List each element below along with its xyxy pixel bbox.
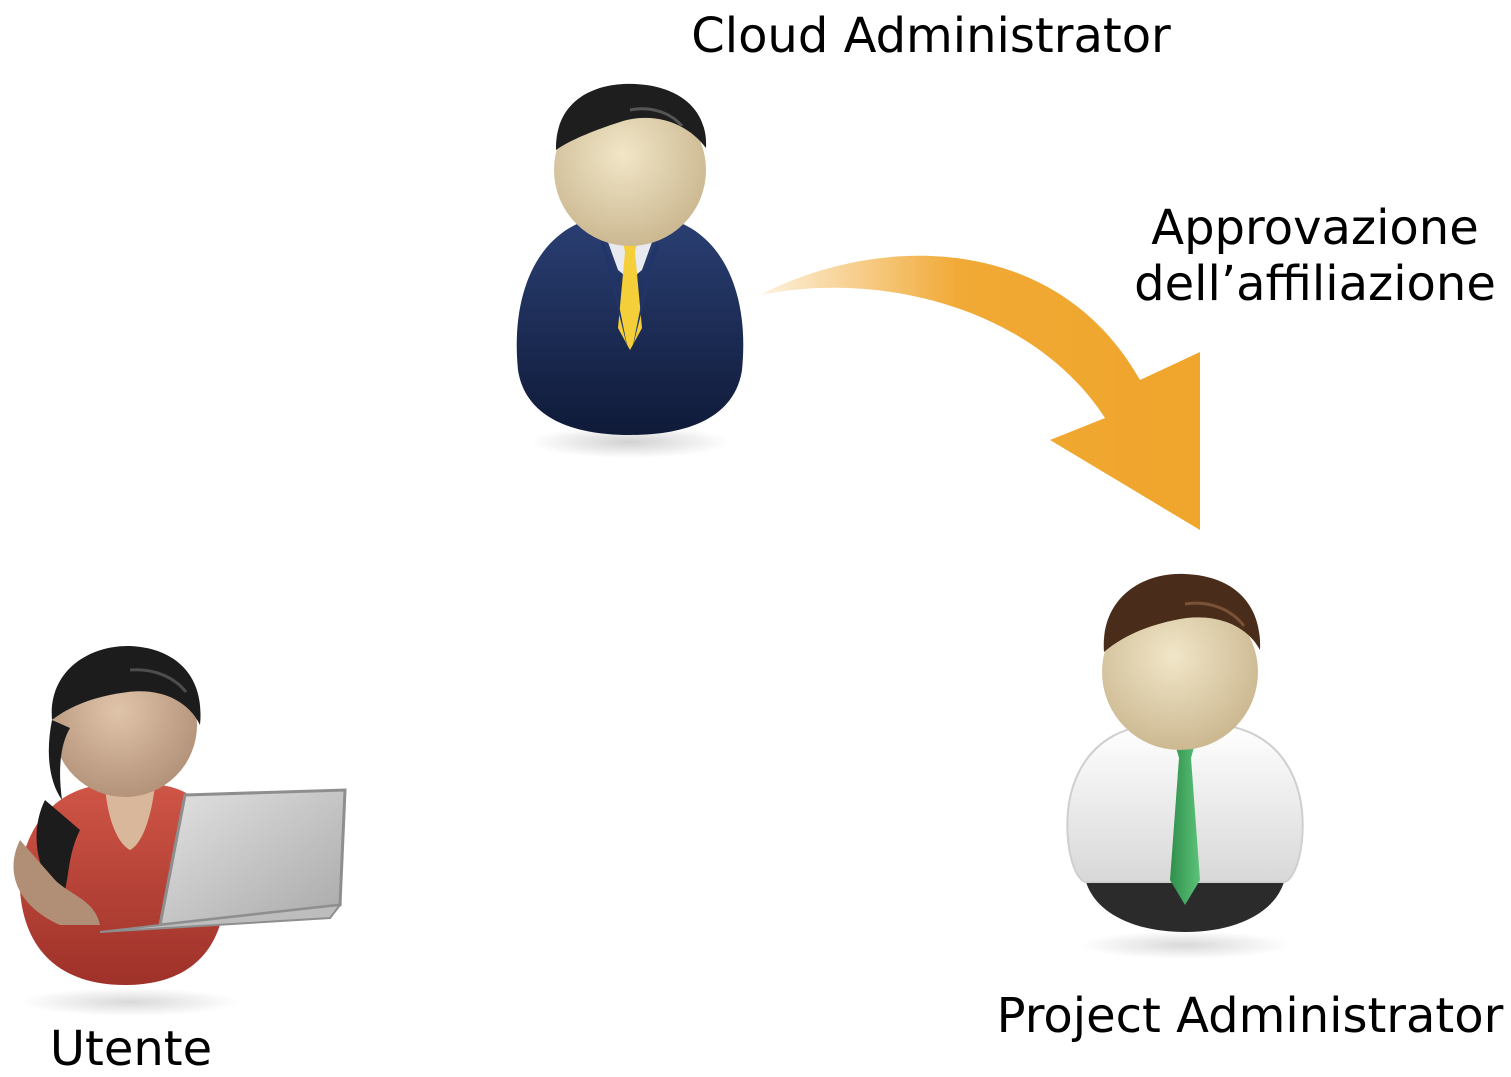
approval-label-line2: dell’affiliazione — [1134, 256, 1496, 312]
tie-icon — [618, 238, 642, 350]
user-label: Utente — [49, 1021, 213, 1077]
cloud-administrator-label: Cloud Administrator — [691, 8, 1171, 64]
project-administrator-label: Project Administrator — [996, 988, 1504, 1044]
approval-arrow — [760, 255, 1200, 530]
woman-with-laptop-icon — [13, 645, 347, 1016]
businessman-icon — [516, 83, 744, 458]
approval-label: Approvazione dell’affiliazione — [1134, 200, 1496, 312]
office-worker-icon — [1066, 573, 1304, 959]
tie-icon — [1170, 740, 1200, 905]
approval-label-line1: Approvazione — [1151, 200, 1479, 256]
